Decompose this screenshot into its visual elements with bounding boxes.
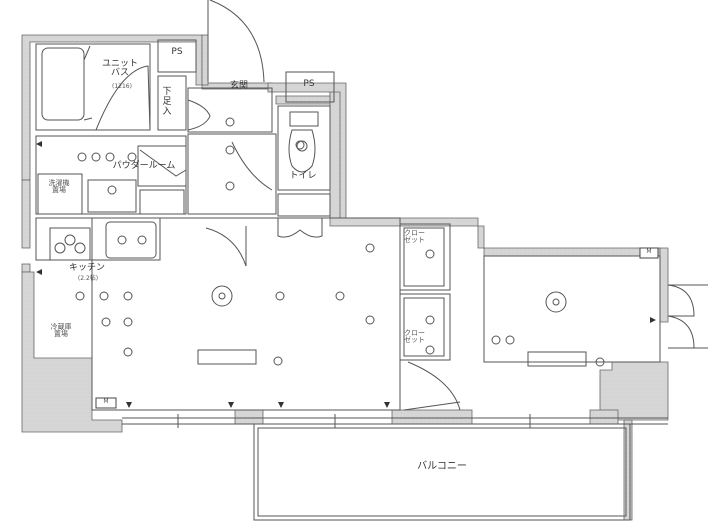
room-label-entrance: 玄関: [229, 81, 248, 91]
room-label-ps-2: PS: [303, 79, 315, 89]
room-label-powder-room: パウダールーム: [112, 161, 176, 171]
room-label-ps-1: PS: [171, 47, 183, 57]
meter-boxes: [95, 247, 659, 409]
room-label-closet-2: クロー ゼット: [404, 329, 425, 345]
room-label-fridge: 冷蔵庫 置場: [50, 323, 72, 339]
room-label-kitchen: キッチン: [68, 263, 105, 273]
room-sub-unit-bath: (1216): [112, 83, 132, 90]
exterior-walls: [21, 34, 669, 521]
room-label-closet-1: クロー ゼット: [404, 229, 425, 245]
meter-label-1: M: [103, 398, 109, 405]
room-sub-kitchen: (2.2帖): [77, 275, 99, 282]
room-label-balcony: バルコニー: [417, 461, 467, 472]
room-label-toilet: トイレ: [289, 171, 317, 181]
interior-walls: [35, 0, 708, 521]
fixtures: [54, 117, 605, 367]
direction-markers: [36, 141, 656, 408]
meter-label-2: M: [646, 248, 652, 255]
room-label-unit-bath: ユニット バス: [101, 59, 138, 79]
room-label-shoe-storage: 下足入: [162, 87, 172, 117]
room-label-laundry: 洗濯機 置場: [48, 179, 70, 195]
